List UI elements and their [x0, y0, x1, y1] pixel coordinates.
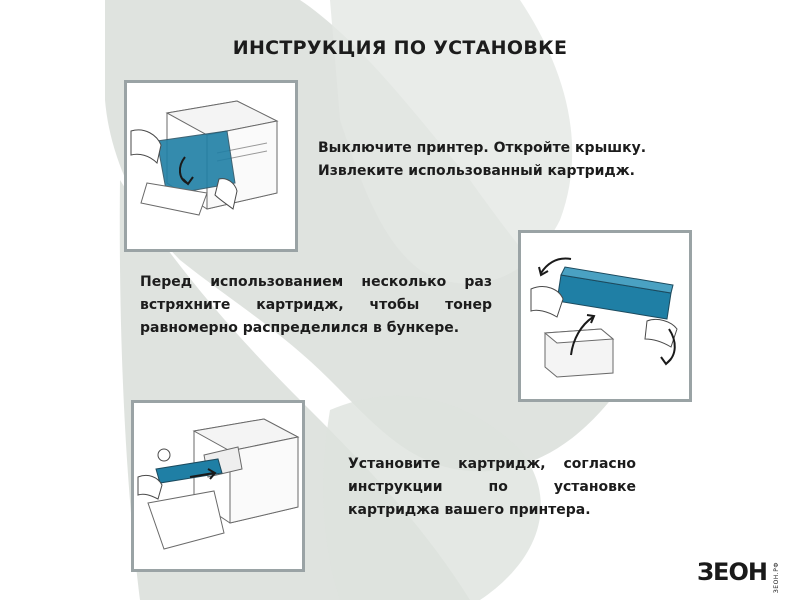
brand-logo: ЗЕОН ЗЕОН.РФ — [697, 556, 793, 594]
step-1-text: Выключите принтер. Откройте крышку. Извл… — [318, 137, 678, 183]
printer-install-icon — [137, 418, 300, 550]
logo-text: ЗЕОН — [697, 558, 768, 586]
step-3-text: Установите картридж, согласно инструкции… — [348, 453, 636, 522]
illustration-remove-cartridge — [124, 80, 298, 252]
step-2-line-3: равномерно распределился в бункере. — [140, 320, 460, 336]
step-2-text: Перед использованием несколько раз встря… — [140, 271, 492, 340]
step-1-line-1: Выключите принтер. Откройте крышку. — [318, 140, 647, 156]
step-2-line-1: Перед использованием несколько раз — [140, 274, 492, 290]
printer-open-icon — [130, 100, 279, 216]
logo-subtext: ЗЕОН.РФ — [773, 562, 780, 594]
step-2-line-2: встряхните картридж, чтобы тонер — [140, 297, 492, 313]
step-3-line-1: Установите картридж, согласно — [348, 456, 636, 472]
page-title: ИНСТРУКЦИЯ ПО УСТАНОВКЕ — [232, 37, 568, 59]
step-1-line-2: Извлеките использованный картридж. — [318, 163, 635, 179]
step-3-line-2: инструкции по установке — [348, 479, 636, 495]
illustration-shake-cartridge — [518, 230, 692, 402]
illustration-install-cartridge — [131, 400, 305, 572]
step-3-line-3: картриджа вашего принтера. — [348, 502, 591, 518]
shake-cartridge-icon — [530, 257, 678, 378]
